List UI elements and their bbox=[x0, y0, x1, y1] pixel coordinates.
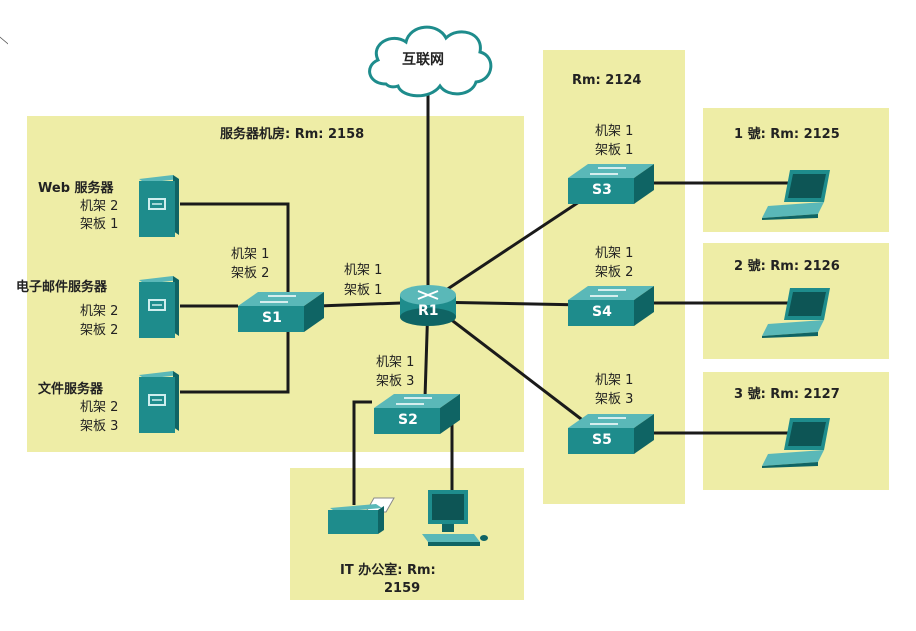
s2-rack-label: 机架 1 bbox=[376, 355, 415, 370]
s5-rack-label: 机架 1 bbox=[595, 373, 634, 388]
r1-rack-label: 机架 1 bbox=[344, 263, 383, 278]
office-2-title: 2 號: Rm: 2126 bbox=[734, 259, 840, 274]
office-3-title: 3 號: Rm: 2127 bbox=[734, 387, 840, 402]
s3-rack-label: 机架 1 bbox=[595, 124, 634, 139]
s1-shelf-label: 架板 2 bbox=[231, 266, 270, 281]
wire-r1-s3 bbox=[427, 196, 586, 304]
server-room-title: 服务器机房: Rm: 2158 bbox=[220, 127, 365, 142]
web-server-icon[interactable] bbox=[133, 173, 181, 239]
s3-shelf-label: 架板 1 bbox=[595, 143, 634, 158]
desktop-pc-icon[interactable] bbox=[418, 486, 490, 548]
s1-rack-label: 机架 1 bbox=[231, 247, 270, 262]
s5-shelf-label: 架板 3 bbox=[595, 392, 634, 407]
switch-s5-label: S5 bbox=[592, 432, 612, 448]
mail-server-name: 电子邮件服务器 bbox=[16, 280, 108, 295]
office-1-title: 1 號: Rm: 2125 bbox=[734, 127, 840, 142]
file-server-icon[interactable] bbox=[133, 369, 181, 435]
switch-s4[interactable]: S4 bbox=[564, 284, 658, 330]
internet-label: 互联网 bbox=[402, 52, 444, 68]
file-server-rack: 机架 2 bbox=[80, 400, 119, 415]
r1-shelf-label: 架板 1 bbox=[344, 283, 383, 298]
router-r1[interactable]: R1 bbox=[396, 281, 460, 327]
printer-icon[interactable] bbox=[324, 496, 396, 540]
file-server-shelf: 架板 3 bbox=[80, 419, 119, 434]
switch-s3[interactable]: S3 bbox=[564, 162, 658, 208]
mail-server-shelf: 架板 2 bbox=[80, 323, 119, 338]
s4-shelf-label: 架板 2 bbox=[595, 265, 634, 280]
switch-s5[interactable]: S5 bbox=[564, 412, 658, 458]
it-office-title-line1: IT 办公室: Rm: bbox=[340, 563, 436, 578]
switch-s2-label: S2 bbox=[398, 412, 418, 428]
web-server-shelf: 架板 1 bbox=[80, 217, 119, 232]
s2-shelf-label: 架板 3 bbox=[376, 374, 415, 389]
wire-r1-s5 bbox=[427, 300, 586, 424]
mail-server-rack: 机架 2 bbox=[80, 304, 119, 319]
switch-s4-label: S4 bbox=[592, 304, 612, 320]
web-server-rack: 机架 2 bbox=[80, 199, 119, 214]
switch-s3-label: S3 bbox=[592, 182, 612, 198]
internet-cloud: 互联网 bbox=[358, 18, 498, 100]
laptop-3-icon[interactable] bbox=[760, 416, 836, 468]
mail-server-icon[interactable] bbox=[133, 274, 181, 340]
router-r1-label: R1 bbox=[418, 303, 439, 319]
wire-file-s1 bbox=[180, 326, 290, 394]
it-office-title-line2: 2159 bbox=[384, 581, 421, 596]
s4-rack-label: 机架 1 bbox=[595, 246, 634, 261]
wire-web-s1 bbox=[180, 202, 290, 296]
laptop-1-icon[interactable] bbox=[760, 168, 836, 220]
file-server-name: 文件服务器 bbox=[38, 382, 104, 397]
web-server-name: Web 服务器 bbox=[38, 181, 114, 196]
switch-s1[interactable]: S1 bbox=[234, 290, 328, 336]
rm2124-title: Rm: 2124 bbox=[572, 73, 642, 88]
switch-s1-label: S1 bbox=[262, 310, 282, 326]
wire-s2-printer bbox=[352, 400, 372, 505]
switch-s2[interactable]: S2 bbox=[370, 392, 464, 438]
laptop-2-icon[interactable] bbox=[760, 286, 836, 338]
